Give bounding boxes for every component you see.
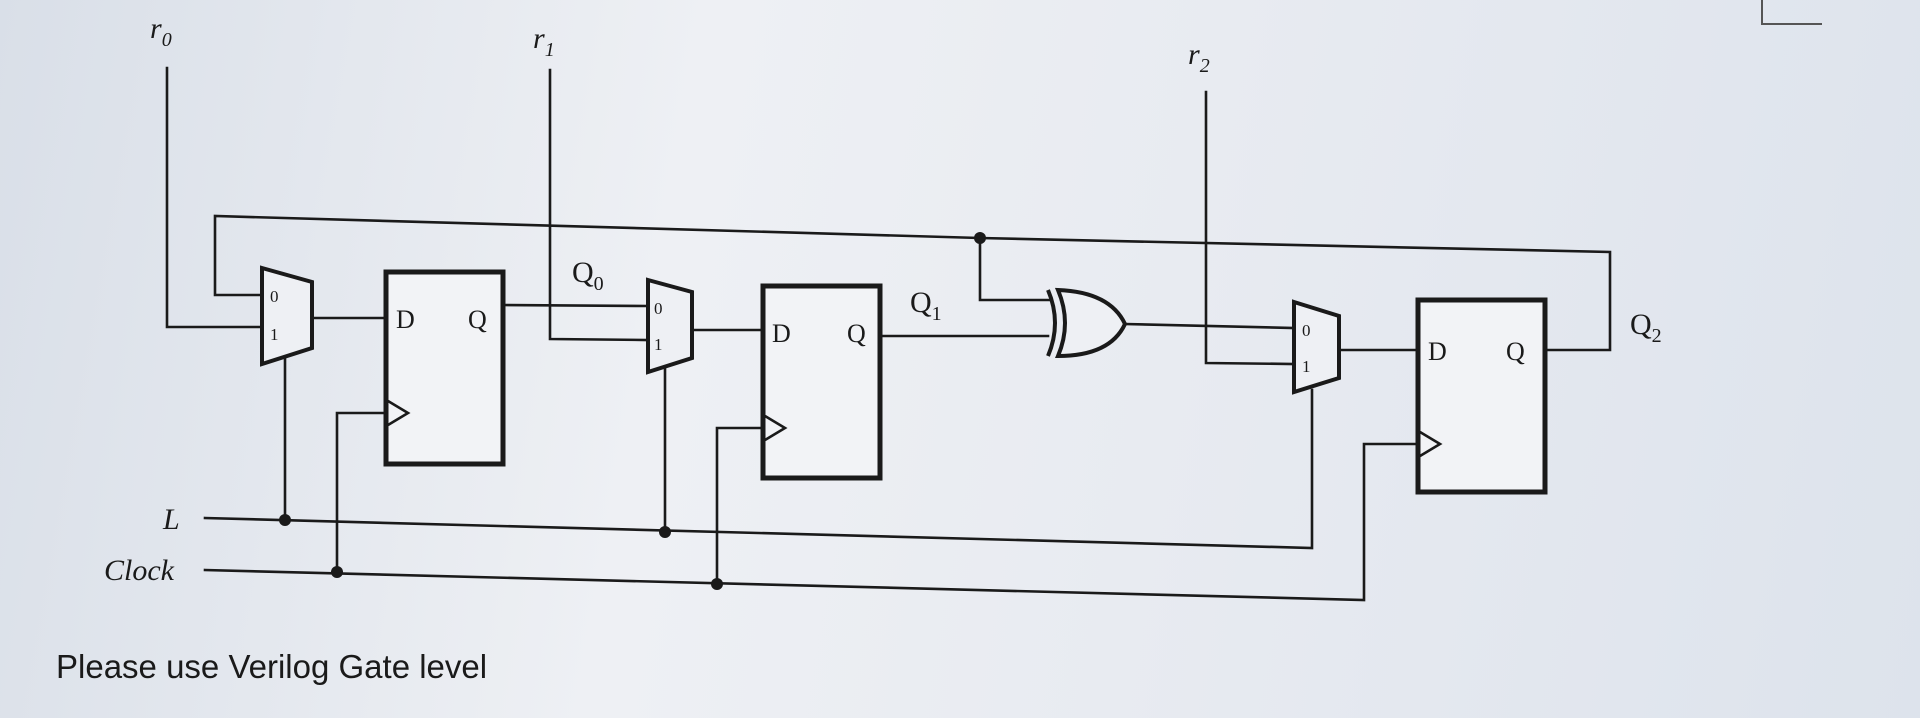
mux0-in1-label: 1: [270, 325, 279, 344]
flipflop-2: [1415, 297, 1548, 495]
wire-clock: [203, 442, 1420, 602]
junction-L-mux0: [279, 514, 291, 526]
xor-gate: [1046, 287, 1128, 359]
mux-2: [1292, 299, 1341, 395]
mux1-in0-label: 0: [654, 299, 663, 318]
flipflop-1: [760, 283, 883, 481]
label-r1: r1: [533, 22, 555, 61]
ff0-q-label: Q: [468, 305, 487, 334]
mux0-in0-label: 0: [270, 287, 279, 306]
wire-feedback-to-xor: [978, 236, 1052, 302]
mux-0: [260, 265, 314, 367]
ff0-d-label: D: [396, 305, 415, 334]
label-r0: r0: [150, 12, 172, 51]
junction-clock-ff1: [711, 578, 723, 590]
caption-text: Please use Verilog Gate level: [56, 648, 488, 685]
wire-clock-tap-ff1: [715, 426, 765, 586]
junction-clock-ff0: [331, 566, 343, 578]
junction-L-mux1: [659, 526, 671, 538]
ff1-clock-triangle-icon: [764, 414, 788, 442]
label-L: L: [162, 503, 180, 536]
wire-r0: [165, 66, 264, 329]
wire-L: [203, 388, 1314, 550]
ff1-q-label: Q: [847, 319, 866, 348]
page-corner-mark: [1761, 0, 1822, 25]
mux2-in0-label: 0: [1302, 321, 1311, 340]
mux1-in1-label: 1: [654, 335, 663, 354]
ff1-d-label: D: [772, 319, 791, 348]
wire-clock-tap-ff0: [335, 411, 388, 572]
junction-feedback: [974, 232, 986, 244]
ff0-clock-triangle-icon: [387, 399, 411, 427]
label-r2: r2: [1188, 38, 1210, 77]
wire-xor-out: [1123, 322, 1296, 330]
label-Q0: Q0: [572, 256, 604, 295]
wire-r2: [1204, 90, 1296, 366]
ff2-q-label: Q: [1506, 337, 1525, 366]
label-clock: Clock: [104, 554, 175, 587]
mux-1: [646, 277, 694, 375]
mux2-in1-label: 1: [1302, 357, 1311, 376]
ff2-d-label: D: [1428, 337, 1447, 366]
flipflop-0: [383, 269, 506, 467]
label-Q1: Q1: [910, 286, 942, 325]
wire-r1: [548, 68, 650, 342]
ff2-clock-triangle-icon: [1419, 430, 1443, 458]
wire-q0: [501, 303, 650, 308]
label-Q2: Q2: [1630, 308, 1662, 347]
